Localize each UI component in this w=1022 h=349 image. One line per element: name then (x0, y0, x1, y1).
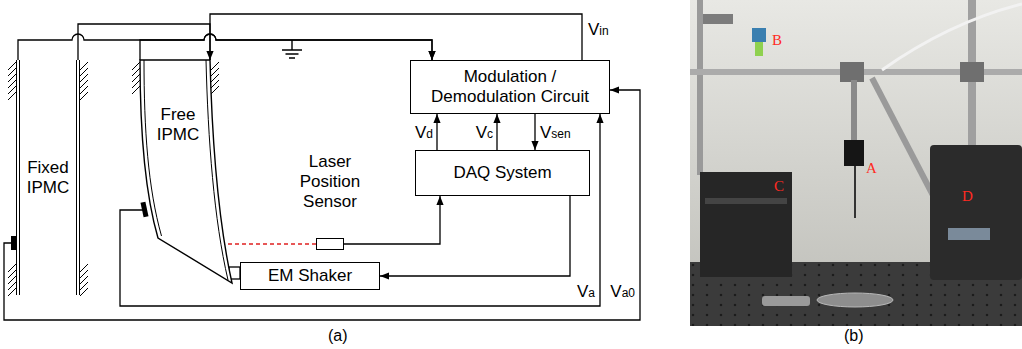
signal-label: Vsen (540, 123, 571, 144)
photo (690, 0, 1022, 326)
ground-symbol (282, 40, 302, 58)
wire (78, 24, 210, 60)
daq-box: DAQ System (415, 150, 590, 196)
electrode-line (206, 60, 228, 280)
panel-label: (a) (328, 326, 348, 346)
wire (140, 34, 432, 60)
sample-clip (844, 140, 864, 166)
electrode-line (144, 60, 162, 236)
shaker-d (948, 228, 990, 240)
clamp-hatching (211, 62, 219, 94)
fixed-ipmc: Fixed IPMC (16, 60, 80, 295)
holder-b (755, 42, 763, 56)
node-label: Laser Position Sensor (290, 152, 370, 212)
node-label: Fixed IPMC (20, 158, 76, 198)
node-label: DAQ System (453, 163, 551, 183)
signal-label: Vd (415, 123, 433, 144)
shaker-d (930, 145, 1022, 280)
clamp-hatching (132, 62, 140, 94)
photo-letter: B (772, 32, 782, 48)
node-label: Free IPMC (148, 105, 208, 145)
circuit-box: Modulation / Demodulation Circuit (410, 60, 610, 114)
clamp-hatching (80, 62, 88, 100)
ipmc-sample (854, 166, 856, 218)
photo-letter: C (774, 178, 784, 194)
wire (496, 114, 497, 150)
wire (18, 34, 432, 60)
stage-c (705, 198, 787, 204)
sensor-body (316, 238, 344, 250)
free-ipmc: Free IPMC (128, 60, 240, 290)
clamp-hatching (8, 264, 16, 296)
clamp-hatching (80, 264, 88, 296)
wire (210, 14, 582, 60)
photo-letter: D (962, 188, 973, 204)
micrometer (762, 296, 810, 306)
signal-label: Va (577, 282, 595, 303)
cable (882, 4, 1022, 70)
laser-sensor: Laser Position Sensor (290, 152, 370, 250)
post-rod (697, 0, 703, 175)
signal-label: Vc (476, 123, 493, 144)
signal-label: Vin (588, 20, 609, 41)
photo-wall (690, 0, 1022, 326)
holder-rod (851, 80, 857, 142)
photo-letter: A (866, 160, 877, 176)
clamp (703, 14, 733, 24)
stage-c (700, 172, 792, 277)
node-label: Modulation / Demodulation Circuit (419, 67, 601, 107)
ipmc-outline (140, 60, 232, 283)
wire (344, 196, 440, 244)
clamp-hatching (8, 62, 16, 100)
wire (534, 114, 535, 150)
shaker-box: EM Shaker (240, 262, 380, 290)
signal-label: Va0 (610, 282, 635, 303)
ipmc-outline (128, 60, 240, 290)
holder-b (752, 28, 766, 42)
wire (380, 196, 570, 276)
clamp (960, 62, 984, 82)
clamp (840, 62, 864, 82)
panel-label: (b) (844, 326, 864, 346)
petri-dish (817, 293, 893, 307)
node-label: EM Shaker (268, 266, 352, 286)
wire (4, 90, 640, 320)
wire (436, 114, 437, 150)
laser-beam (224, 243, 316, 245)
